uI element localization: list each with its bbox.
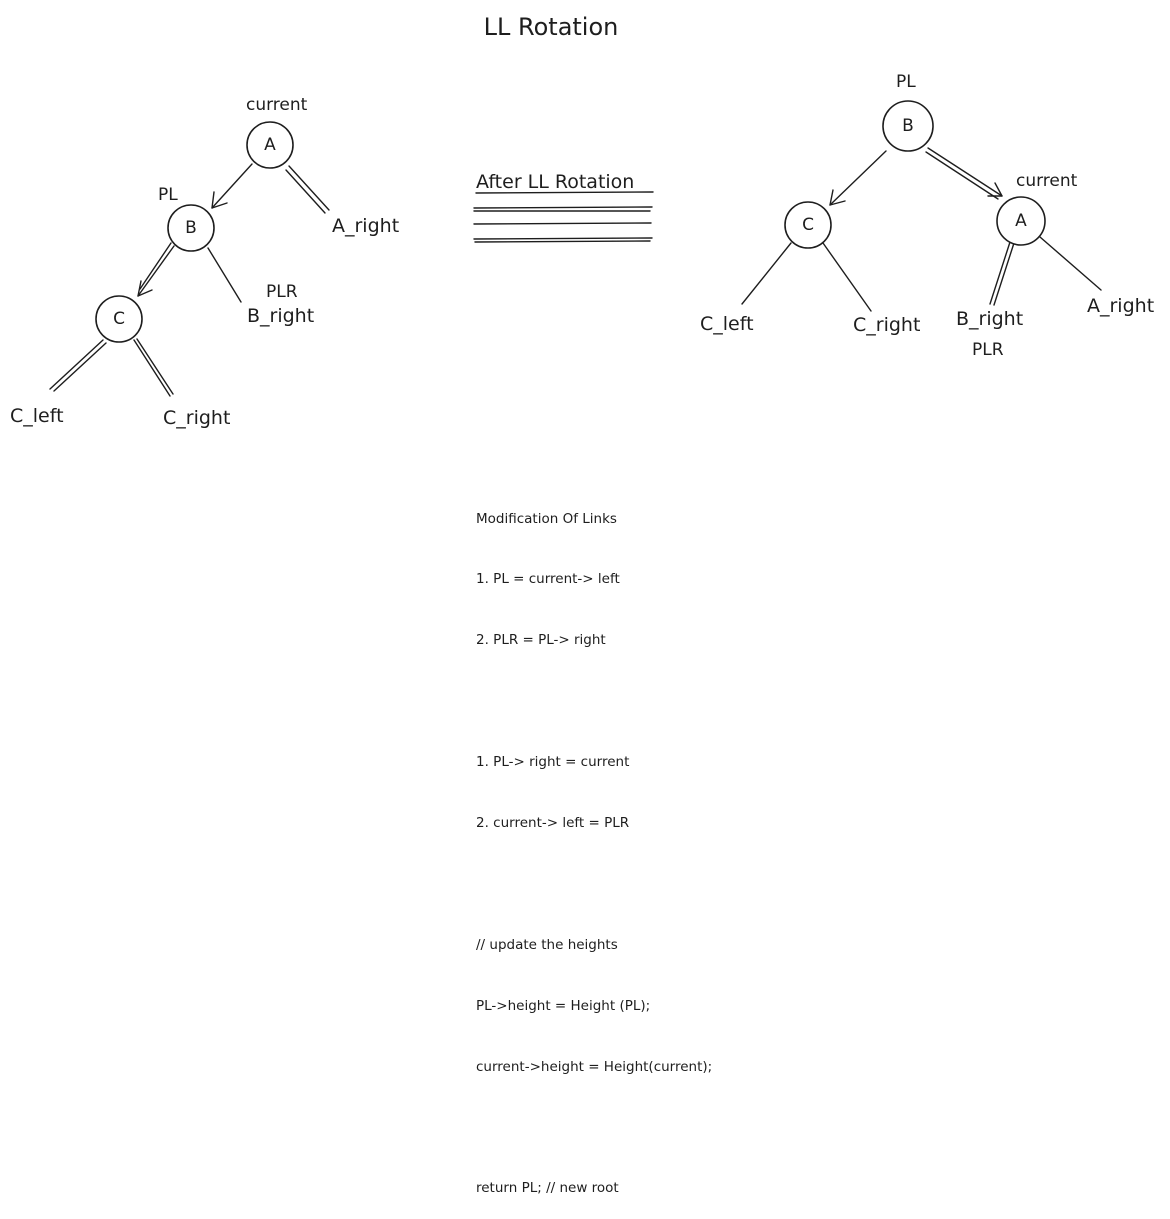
- edge-a-to-b-right-after: [989, 241, 1011, 305]
- leaf-c-right-after: C_right: [853, 314, 920, 336]
- code-line: 2. current-> left = PLR: [476, 815, 630, 832]
- edge-c-to-c-right-after: [822, 242, 872, 312]
- equals-line-3: [473, 237, 653, 240]
- code-line: [476, 874, 712, 894]
- code-line: Modification Of Links: [476, 510, 617, 527]
- edge-b-to-a-after: [927, 147, 1003, 197]
- node-c-label: C: [113, 309, 125, 329]
- label-plr-after: PLR: [972, 340, 1004, 360]
- arrowhead-b-to-c: [137, 280, 153, 297]
- label-underline: [475, 191, 654, 194]
- equals-line-1: [473, 206, 653, 209]
- edge-a-to-b: [211, 163, 253, 209]
- leaf-b-right: B_right: [247, 305, 314, 327]
- code-line: 1. PL = current-> left: [476, 571, 620, 588]
- node-b-after: [882, 100, 934, 152]
- edge-b-to-b-right: [207, 247, 242, 303]
- code-line: current->height = Height(current);: [476, 1058, 713, 1075]
- node-a: [246, 121, 294, 169]
- edge-c-to-c-left-after: [741, 242, 792, 305]
- node-b-after-label: B: [902, 116, 914, 136]
- node-c-after: [784, 201, 832, 249]
- edge-b-to-c-after: [829, 150, 887, 206]
- node-a-after-label: A: [1015, 211, 1027, 231]
- edge-a-to-a-right-after: [1039, 236, 1102, 291]
- node-b: [167, 204, 215, 252]
- label-pl: PL: [158, 185, 178, 205]
- diagram-canvas: LL Rotation A B C A_right B_right C_left…: [10, 13, 1154, 429]
- leaf-c-left-after: C_left: [700, 313, 754, 335]
- code-block: Modification Of Links 1. PL = current-> …: [476, 468, 712, 1219]
- leaf-c-left: C_left: [10, 405, 64, 427]
- code-line: // update the heights: [476, 936, 618, 953]
- diagram-title: LL Rotation: [484, 13, 619, 41]
- leaf-c-right: C_right: [163, 407, 230, 429]
- arrowhead-b-to-a-after: [987, 182, 1003, 197]
- leaf-a-right: A_right: [332, 215, 399, 237]
- leaf-b-right-after: B_right: [956, 308, 1023, 330]
- code-line: return PL; // new root: [476, 1180, 619, 1197]
- after-ll-rotation-label: After LL Rotation: [476, 171, 634, 193]
- label-current: current: [246, 95, 308, 115]
- edge-b-to-c: [137, 245, 175, 297]
- node-c: [95, 295, 143, 343]
- transform-marker: After LL Rotation: [473, 171, 654, 243]
- code-line: 1. PL-> right = current: [476, 754, 630, 771]
- after-tree: B C A C_left C_right B_right A_right PL …: [700, 72, 1154, 360]
- node-a-after: [996, 196, 1046, 246]
- equals-line-2: [473, 222, 652, 225]
- edge-c-to-c-right: [133, 339, 171, 397]
- code-line: [476, 691, 712, 711]
- label-pl-after: PL: [896, 72, 916, 92]
- edge-c-to-c-left: [49, 339, 104, 390]
- node-c-after-label: C: [802, 215, 814, 235]
- before-tree: A B C A_right B_right C_left C_right cur…: [10, 95, 399, 429]
- code-line: 2. PLR = PL-> right: [476, 632, 606, 649]
- node-a-label: A: [264, 135, 276, 155]
- leaf-a-right-after: A_right: [1087, 295, 1154, 317]
- code-line: [476, 1118, 712, 1138]
- node-b-label: B: [185, 218, 197, 238]
- arrowhead-a-to-b: [211, 191, 228, 209]
- label-current-after: current: [1016, 171, 1078, 191]
- label-plr: PLR: [266, 282, 298, 302]
- code-line: PL->height = Height (PL);: [476, 997, 651, 1014]
- arrowhead-b-to-c-after: [829, 189, 846, 206]
- edge-a-to-a-right: [288, 165, 330, 211]
